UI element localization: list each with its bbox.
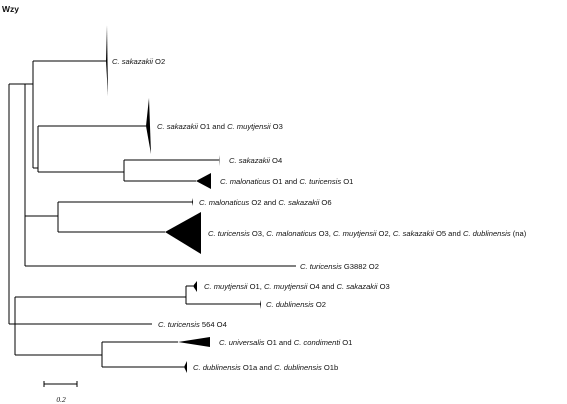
species-name: C. turicensis [158,320,200,329]
species-name: C. turicensis [300,262,342,271]
label-text: O1 and [198,122,227,131]
species-name: C. sakazakii [157,122,198,131]
label-text: O2 [153,57,165,66]
species-name: C. muytjensii [227,122,271,131]
species-name: C. sakazakii [337,282,378,291]
label-text: O1 [341,177,353,186]
species-name: C. condimenti [294,338,341,347]
label-text: O3, [250,229,266,238]
label-text: O1, [247,282,263,291]
tip-label: C. sakazakii O4 [229,156,282,165]
species-name: C. dublinensis [266,300,314,309]
label-text: O5 and [434,229,463,238]
label-text: O1b [322,363,338,372]
species-name: C. malonaticus [220,177,270,186]
species-name: C. muytjensii [333,229,377,238]
tip-label: C. dublinensis O1a and C. dublinensis O1… [193,363,338,372]
label-text: (na) [511,229,527,238]
species-name: C. muytjensii [204,282,248,291]
collapsed-clade [192,198,193,206]
collapsed-clade [219,155,220,166]
species-name: C. malonaticus [199,198,249,207]
label-text: 564 O4 [200,320,227,329]
tip-label: C. turicensis 564 O4 [158,320,227,329]
species-name: C. sakazakii [278,198,319,207]
label-text: O4 [270,156,282,165]
species-name: C. dublinensis [193,363,241,372]
collapsed-clade [178,337,210,347]
tip-labels: C. sakazakii O2 C. sakazakii O1 and C. m… [112,57,527,372]
scale-bar: 0.2 [43,381,78,404]
scale-bar-label: 0.2 [56,395,66,404]
tip-label: C. malonaticus O1 and C. turicensis O1 [220,177,353,186]
species-name: C. sakazakii [112,57,153,66]
tree-branches [8,60,296,368]
label-text: O2 [314,300,326,309]
tip-label: C. sakazakii O2 [112,57,165,66]
label-text: O3 [271,122,283,131]
tree-title: Wzy [2,4,19,14]
tip-label: C. muytjensii O1, C. muytjensii O4 and C… [204,282,390,291]
label-text: O2, [376,229,392,238]
collapsed-clade [165,212,201,254]
label-text: G3882 O2 [342,262,379,271]
tip-label: C. turicensis O3, C. malonaticus O3, C. … [208,229,527,238]
tip-label: C. malonaticus O2 and C. sakazakii O6 [199,198,332,207]
label-text: O1 [340,338,352,347]
species-name: C. dublinensis [463,229,511,238]
collapsed-clade [184,361,187,373]
species-name: C. dublinensis [274,363,322,372]
species-name: C. malonaticus [266,229,316,238]
tip-label: C. sakazakii O1 and C. muytjensii O3 [157,122,283,131]
label-text: O4 and [307,282,336,291]
label-text: O3 [377,282,389,291]
collapsed-clade [260,300,261,309]
species-name: C. universalis [219,338,265,347]
label-text: O3, [316,229,332,238]
tip-label: C. universalis O1 and C. condimenti O1 [219,338,352,347]
species-name: C. turicensis [208,229,250,238]
collapsed-clade [193,281,197,292]
species-name: C. sakazakii [229,156,270,165]
label-text: O6 [319,198,331,207]
species-name: C. turicensis [299,177,341,186]
collapsed-clades [106,25,261,373]
tip-label: C. dublinensis O2 [266,300,326,309]
collapsed-clade [106,25,108,96]
species-name: C. muytjensii [264,282,308,291]
label-text: O2 and [249,198,278,207]
label-text: O1a and [241,363,274,372]
species-name: C. sakazakii [393,229,434,238]
label-text: O1 and [265,338,294,347]
tip-label: C. turicensis G3882 O2 [300,262,379,271]
collapsed-clade [146,98,151,154]
collapsed-clade [196,173,211,189]
label-text: O1 and [270,177,299,186]
